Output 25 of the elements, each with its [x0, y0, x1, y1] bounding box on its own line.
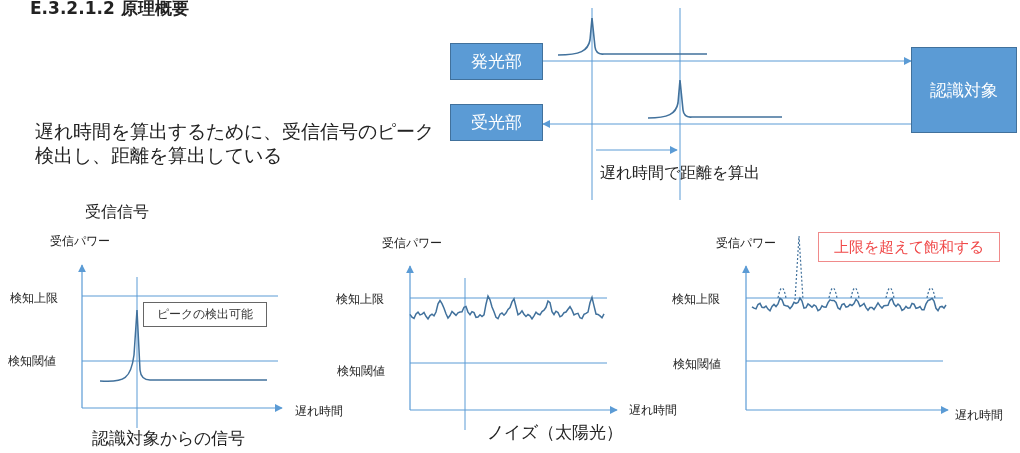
emitter-box: 発光部 — [450, 43, 543, 80]
axis-label: 検知閾値 — [8, 353, 56, 370]
axis-label: 受信パワー — [382, 235, 442, 252]
chart-heading: 受信信号 — [85, 202, 149, 223]
axis-label: 検知上限 — [10, 290, 58, 307]
description-text: 遅れ時間を算出するために、受信信号のピーク検出し、距離を算出している — [35, 120, 435, 168]
target-box: 認識対象 — [911, 47, 1017, 133]
arrow — [542, 120, 912, 128]
axis-label: 受信パワー — [716, 235, 776, 252]
axis-label: 受信パワー — [50, 233, 110, 250]
callout-box: ピークの検出可能 — [143, 302, 267, 327]
axis-label: 遅れ時間 — [295, 403, 343, 420]
axis-label: 検知上限 — [336, 291, 384, 308]
axis-label: 遅れ時間 — [629, 402, 677, 419]
chart-caption: ノイズ（太陽光） — [487, 421, 623, 444]
chart-caption: 認識対象からの信号 — [92, 427, 245, 450]
axis-label: 検知閾値 — [337, 363, 385, 380]
measurement-label: 遅れ時間で距離を算出 — [600, 163, 760, 184]
title: E.3.2.1.2 原理概要 — [30, 0, 189, 20]
axis-label: 検知上限 — [672, 291, 720, 308]
axis-label: 検知閾値 — [673, 356, 721, 373]
axis-label: 遅れ時間 — [955, 407, 1003, 424]
callout-box: 上限を超えて飽和する — [818, 232, 1000, 262]
arrow — [542, 57, 912, 65]
receiver-box: 受光部 — [450, 104, 543, 141]
